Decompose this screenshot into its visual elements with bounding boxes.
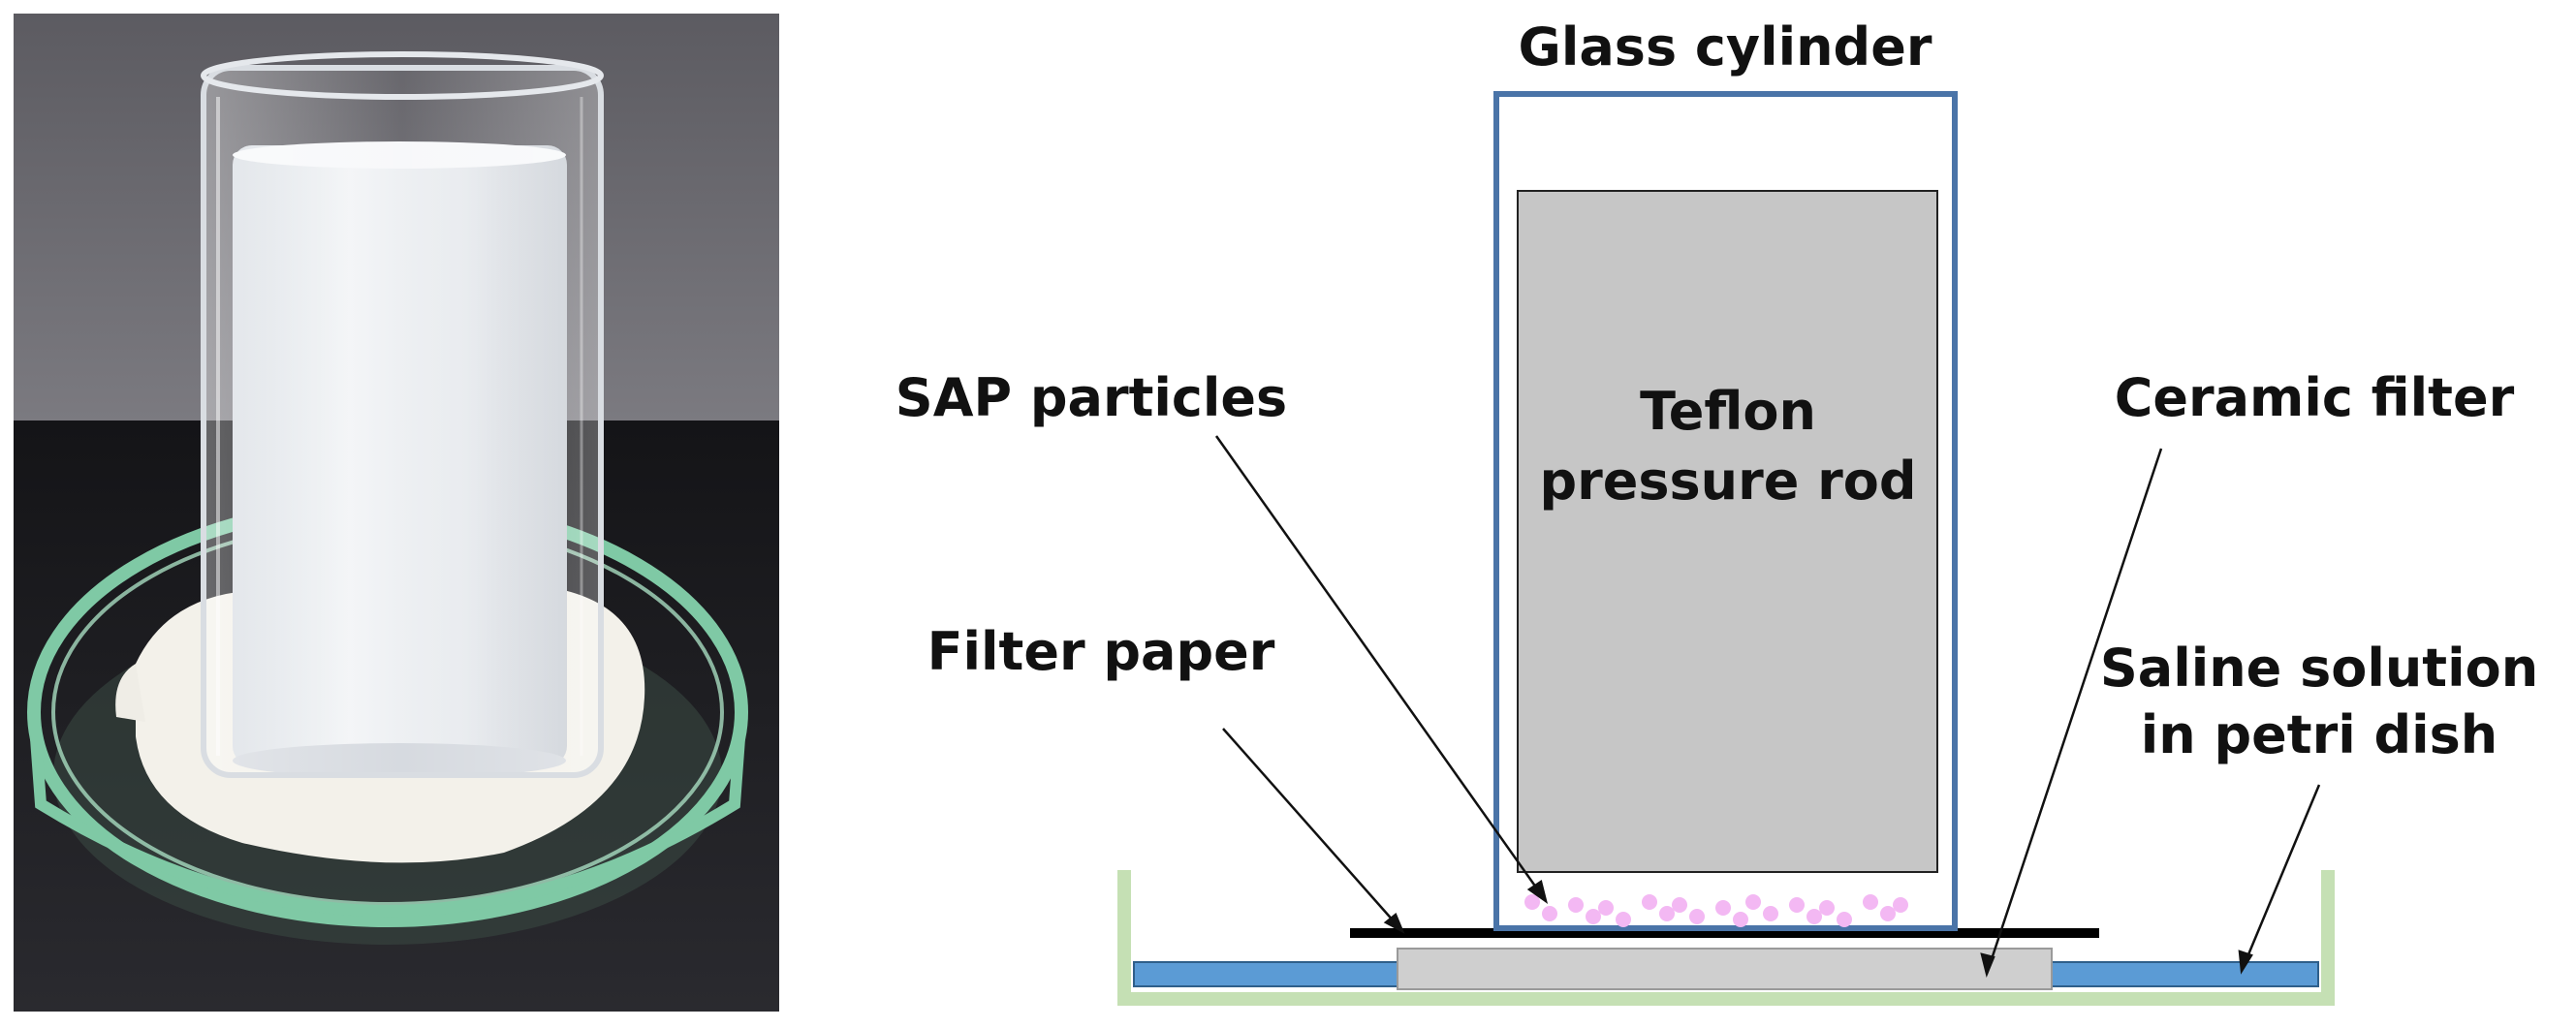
label-filter-paper: Filter paper <box>927 621 1275 682</box>
label-teflon-line1: Teflon <box>1640 381 1816 442</box>
sap-particle <box>1616 912 1631 927</box>
sap-particle <box>1642 894 1657 910</box>
label-glass-cylinder: Glass cylinder <box>1519 16 1932 78</box>
sap-particle <box>1763 906 1778 921</box>
glass-cylinder <box>1493 91 1958 931</box>
sap-particle <box>1819 900 1835 916</box>
photo-petri-dish-wall <box>28 711 747 917</box>
filter-paper <box>1350 928 2099 938</box>
teflon-pressure-rod <box>1517 190 1938 873</box>
sap-particle <box>1659 906 1675 921</box>
sap-particle <box>1880 906 1896 921</box>
sap-particle <box>1893 897 1908 913</box>
sap-particle <box>1542 906 1557 921</box>
label-sap-particles: SAP particles <box>895 367 1287 428</box>
sap-particle <box>1689 909 1705 924</box>
sap-particle <box>1837 912 1852 927</box>
apparatus-photo <box>14 14 779 1012</box>
sap-particle <box>1745 894 1761 910</box>
arrow-filter-paper <box>1222 728 1403 932</box>
sap-particle <box>1524 894 1540 910</box>
sap-particle <box>1863 894 1878 910</box>
sap-particle <box>1568 897 1584 913</box>
label-saline-line1: Saline solution <box>2100 638 2538 699</box>
arrow-ceramic-filter <box>1985 448 2163 975</box>
sap-particle <box>1672 897 1687 913</box>
arrow-sap-particles <box>1214 435 1548 902</box>
sap-particle <box>1715 900 1731 916</box>
label-teflon-line2: pressure rod <box>1539 451 1916 512</box>
photo-glass-cylinder <box>201 65 604 778</box>
sap-particle <box>1733 912 1748 927</box>
leader-arrows <box>1214 435 2321 978</box>
label-ceramic-filter: Ceramic filter <box>2115 367 2515 428</box>
label-saline-line2: in petri dish <box>2141 704 2498 765</box>
sap-particle <box>1598 900 1614 916</box>
arrow-saline <box>2240 784 2321 972</box>
schematic: Glass cylinder Teflon pressure rod SAP p… <box>895 16 2538 1006</box>
sap-particle <box>1789 897 1805 913</box>
ceramic-filter <box>1397 948 2053 990</box>
petri-dish <box>1117 870 2335 1006</box>
sap-particle <box>1586 909 1601 924</box>
sap-particles <box>1524 894 1908 927</box>
sap-particle <box>1806 909 1822 924</box>
